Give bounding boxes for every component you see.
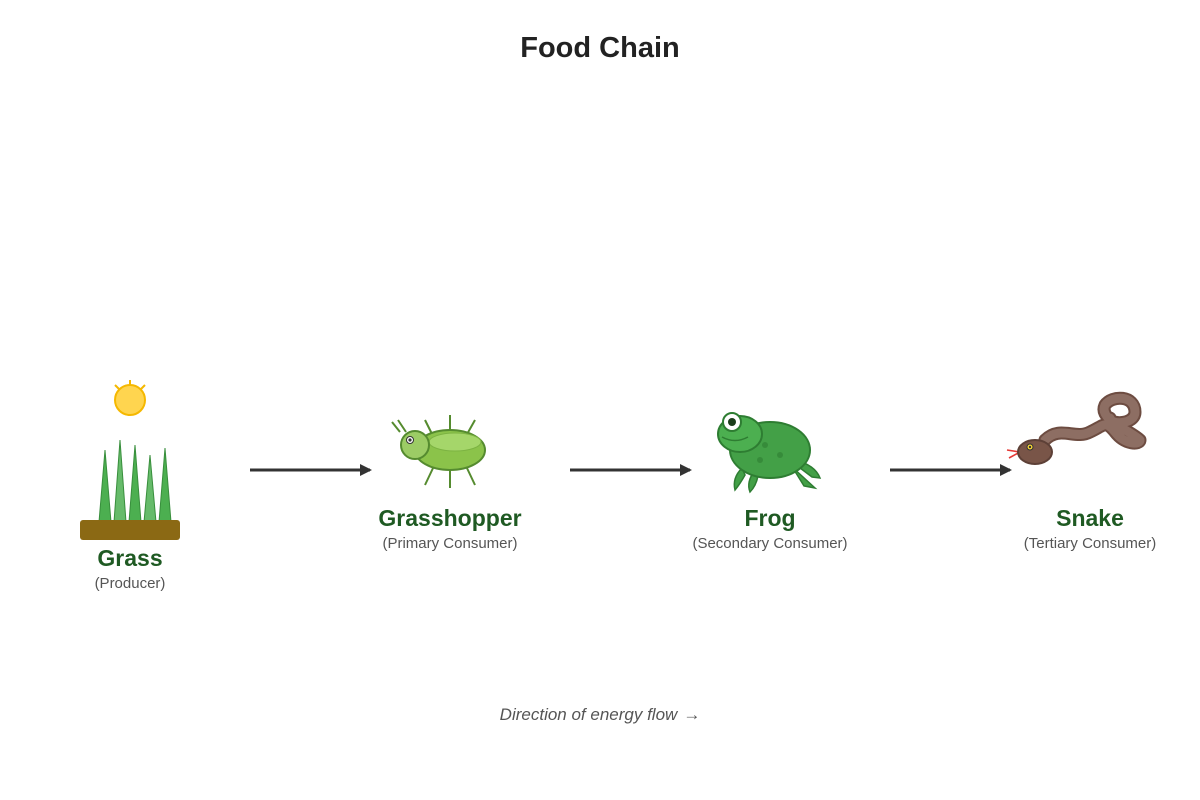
organism-name-frog: Frog — [744, 505, 796, 531]
soil-strip — [80, 520, 180, 540]
sun-icon — [114, 380, 146, 416]
energy-flow-text: Direction of energy flow — [499, 705, 678, 724]
organism-role-grass: (Producer) — [94, 575, 166, 592]
page-title: Food Chain — [520, 32, 680, 64]
organism-name-grasshopper: Grasshopper — [378, 505, 522, 531]
organism-role-grasshopper: (Primary Consumer) — [382, 535, 518, 552]
frog-icon — [717, 412, 822, 494]
grass-icon — [80, 380, 180, 540]
organism-name-grass: Grass — [97, 545, 163, 571]
organism-role-snake: (Tertiary Consumer) — [1023, 535, 1157, 552]
organism-role-frog: (Secondary Consumer) — [692, 535, 848, 552]
snake-icon — [1006, 391, 1147, 465]
grasshopper-icon — [391, 415, 486, 488]
energy-flow-caption: Direction of energy flow → — [0, 705, 1200, 725]
arrow-right-icon: → — [683, 705, 701, 724]
organism-name-snake: Snake — [1056, 505, 1124, 531]
